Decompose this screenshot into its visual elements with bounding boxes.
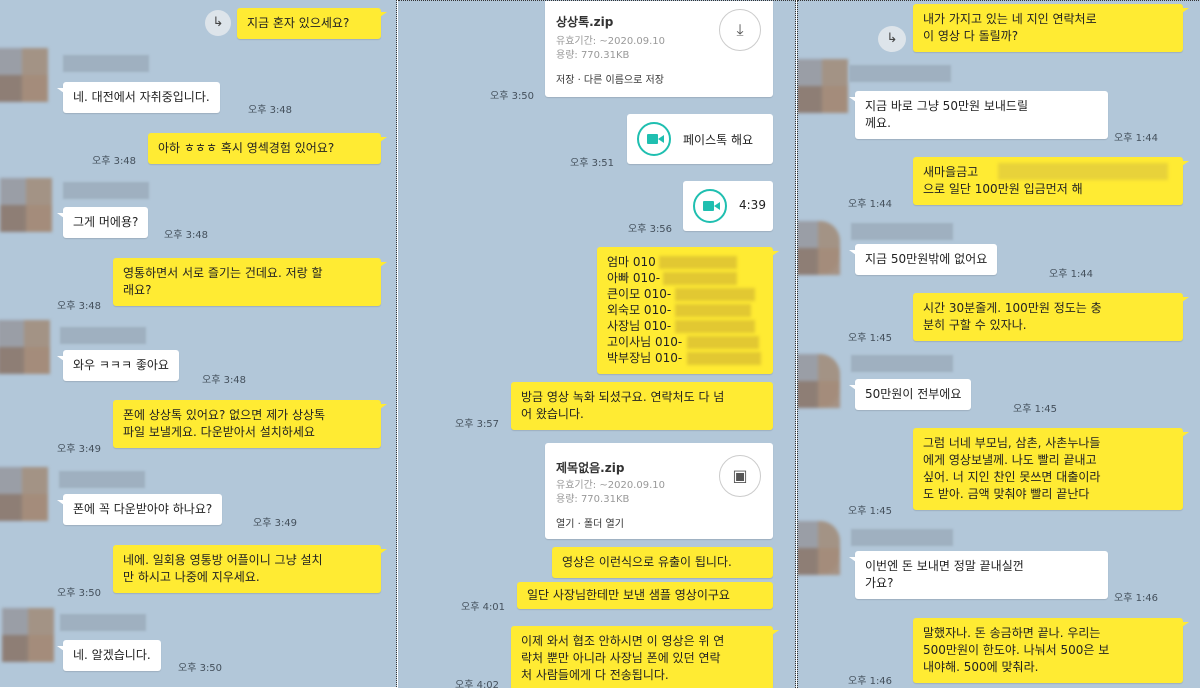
sender-name-redacted	[851, 355, 953, 372]
avatar[interactable]	[798, 59, 848, 113]
incoming-message: 와우 ㅋㅋㅋ 좋아요	[57, 350, 179, 381]
timestamp: 오후 1:46	[848, 676, 893, 687]
outgoing-message: 시간 30분줄게. 100만원 정도는 충 분히 구할 수 있자나.	[913, 293, 1189, 341]
download-icon[interactable]: ⤓	[719, 9, 761, 51]
timestamp: 오후 4:02	[455, 680, 500, 688]
outgoing-message: 이제 와서 협조 안하시면 이 영상은 위 연 락처 뿐만 아니라 사장님 폰에…	[511, 626, 779, 688]
reply-arrow-icon[interactable]: ↳	[878, 26, 906, 52]
file-attachment-card[interactable]: 상상톡.zip 유효기간: ~2020.09.10 용량: 770.31KB 저…	[545, 1, 773, 97]
timestamp: 오후 1:44	[1114, 133, 1159, 144]
facetalk-label: 페이스톡 해요	[683, 133, 754, 147]
incoming-message: 지금 바로 그냥 50만원 보내드릴 께요.	[849, 91, 1108, 139]
timestamp: 오후 3:50	[490, 91, 535, 102]
incoming-message: 50만원이 전부에요	[848, 379, 972, 410]
sender-name-redacted	[851, 223, 953, 240]
file-save-actions[interactable]: 저장 · 다른 이름으로 저장	[556, 75, 664, 86]
incoming-message: 네. 대전에서 자취중입니다.	[57, 82, 220, 113]
open-file-icon[interactable]: ▣	[719, 455, 761, 497]
timestamp: 오후 1:45	[848, 506, 893, 517]
sender-name-redacted	[59, 471, 145, 488]
timestamp: 오후 3:50	[178, 663, 223, 674]
video-camera-icon	[637, 122, 671, 156]
timestamp: 오후 3:48	[57, 301, 102, 312]
timestamp: 오후 3:49	[57, 444, 102, 455]
outgoing-message: 폰에 상상톡 있어요? 없으면 제가 상상톡 파일 보낼게요. 다운받아서 설치…	[113, 400, 387, 448]
file-meta: 유효기간: ~2020.09.10 용량: 770.31KB	[556, 36, 665, 61]
contact-line: 큰이모 010-	[607, 287, 672, 301]
incoming-message: 네. 알겠습니다.	[57, 640, 161, 671]
avatar[interactable]	[0, 178, 52, 232]
contact-line: 박부장님 010-	[607, 351, 683, 365]
avatar[interactable]	[0, 320, 50, 374]
sender-name-redacted	[60, 614, 146, 631]
timestamp: 오후 3:48	[202, 375, 247, 386]
timestamp: 오후 3:51	[570, 158, 615, 169]
chat-panel-1: ↳ 지금 혼자 있으세요? 네. 대전에서 자취중입니다. 오후 3:48 오후…	[0, 0, 397, 687]
avatar[interactable]	[798, 521, 840, 575]
reply-arrow-icon[interactable]: ↳	[205, 10, 231, 36]
sender-name-redacted	[63, 182, 149, 199]
incoming-message: 이번엔 돈 보내면 정말 끝내실껀 가요?	[849, 551, 1108, 599]
incoming-message: 폰에 꼭 다운받아야 하나요?	[56, 494, 223, 525]
file-name: 상상톡.zip	[556, 15, 614, 29]
timestamp: 오후 1:44	[1049, 269, 1094, 280]
sender-name-redacted	[851, 529, 953, 546]
avatar[interactable]	[2, 608, 54, 662]
video-camera-icon	[693, 189, 727, 223]
file-name: 제목없음.zip	[556, 461, 625, 475]
outgoing-message: 영상은 이런식으로 유출이 됩니다.	[552, 547, 773, 578]
timestamp: 오후 3:48	[248, 105, 293, 116]
timestamp: 오후 3:57	[455, 419, 500, 430]
chat-panel-2: 오후 3:50 상상톡.zip 유효기간: ~2020.09.10 용량: 77…	[398, 0, 796, 688]
incoming-message: 지금 50만원밖에 없어요	[848, 244, 998, 275]
contact-line: 외숙모 010-	[607, 303, 672, 317]
avatar[interactable]	[798, 221, 840, 275]
timestamp: 오후 3:49	[253, 518, 298, 529]
sender-name-redacted	[63, 55, 149, 72]
timestamp: 오후 3:56	[628, 224, 673, 235]
timestamp: 오후 1:45	[1013, 404, 1058, 415]
incoming-message: 그게 머에용?	[56, 207, 149, 238]
avatar[interactable]	[0, 48, 48, 102]
contact-line: 아빠 010-	[607, 271, 661, 285]
avatar[interactable]	[0, 467, 48, 521]
sender-name-redacted	[849, 65, 951, 82]
contact-line: 고이사님 010-	[607, 335, 683, 349]
outgoing-message: 지금 혼자 있으세요?	[237, 8, 387, 39]
call-duration: 4:39	[739, 198, 766, 212]
redacted-account-number	[998, 163, 1168, 180]
timestamp: 오후 3:48	[92, 156, 137, 167]
outgoing-message: 방금 영상 녹화 되셨구요. 연락처도 다 넘 어 왔습니다.	[511, 382, 773, 430]
outgoing-message: 네에. 일회용 영통방 어플이니 그냥 설치 만 하시고 나중에 지우세요.	[113, 545, 387, 593]
outgoing-message: 일단 사장님한테만 보낸 샘플 영상이구요	[517, 582, 773, 609]
file-attachment-card[interactable]: 제목없음.zip 유효기간: ~2020.09.10 용량: 770.31KB …	[545, 443, 773, 539]
file-open-actions[interactable]: 열기 · 폴더 열기	[556, 519, 624, 530]
file-meta: 유효기간: ~2020.09.10 용량: 770.31KB	[556, 480, 665, 505]
outgoing-message: 영통하면서 서로 즐기는 건데요. 저랑 할 래요?	[113, 258, 387, 306]
contact-line: 엄마 010	[607, 255, 656, 269]
video-call-card[interactable]: 4:39	[683, 181, 773, 231]
contact-line: 사장님 010-	[607, 319, 672, 333]
timestamp: 오후 3:50	[57, 588, 102, 599]
outgoing-message: 그럼 너네 부모님, 삼촌, 사촌누나들 에게 영상보낼께. 나도 빨리 끝내고…	[913, 428, 1189, 510]
avatar[interactable]	[798, 354, 840, 408]
facetalk-card[interactable]: 페이스톡 해요	[627, 114, 773, 164]
chat-panel-3: ↳ 내가 가지고 있는 네 지인 연락처로 이 영상 다 돌릴까? 지금 바로 …	[797, 0, 1200, 688]
sender-name-redacted	[60, 327, 146, 344]
outgoing-message: 내가 가지고 있는 네 지인 연락처로 이 영상 다 돌릴까?	[913, 4, 1189, 52]
timestamp: 오후 1:46	[1114, 593, 1159, 604]
timestamp: 오후 4:01	[461, 602, 506, 613]
outgoing-message: 아하 ㅎㅎㅎ 혹시 영섹경험 있어요?	[148, 133, 387, 164]
timestamp: 오후 3:48	[164, 230, 209, 241]
outgoing-message: 말했자나. 돈 송금하면 끝나. 우리는 500만원이 한도야. 나눠서 500…	[913, 618, 1189, 683]
timestamp: 오후 1:44	[848, 199, 893, 210]
contacts-list-message: 엄마 010 아빠 010- 큰이모 010- 외숙모 010- 사장님 010…	[597, 247, 779, 374]
timestamp: 오후 1:45	[848, 333, 893, 344]
